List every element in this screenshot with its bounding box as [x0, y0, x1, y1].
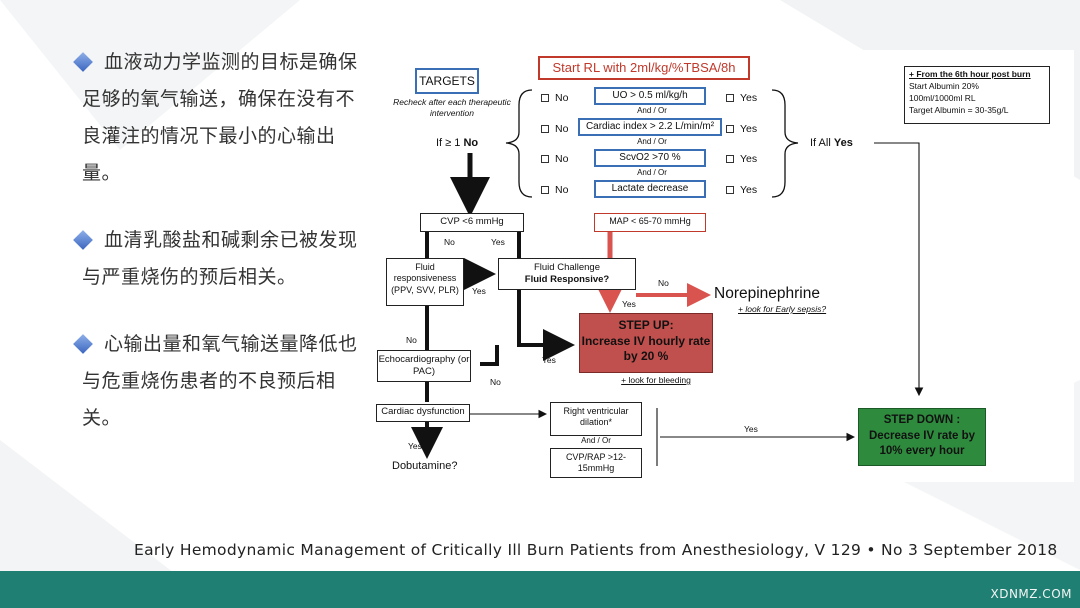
- albumin-line: Start Albumin 20%: [909, 80, 979, 91]
- targets-note: Recheck after each therapeutic intervent…: [393, 97, 511, 118]
- and-or-1: And / Or: [637, 106, 667, 115]
- step-down-title: STEP DOWN :: [883, 414, 961, 426]
- albumin-line: 100ml/1000ml RL: [909, 92, 976, 103]
- check-no-1: No: [541, 92, 568, 104]
- step-up-box: STEP UP: Increase IV hourly rate by 20 %: [579, 313, 713, 373]
- and-or-4: And / Or: [581, 436, 611, 445]
- watermark: XDNMZ.COM: [990, 587, 1072, 601]
- label-no: No: [406, 335, 417, 345]
- bullet-item: 心输出量和氧气输送量降低也与危重烧伤患者的不良预后相关。: [72, 326, 362, 437]
- if-ge1-no-label: If ≥ 1 No: [436, 137, 479, 149]
- and-or-3: And / Or: [637, 168, 667, 177]
- echocardiography-box: Echocardiography (or PAC): [377, 350, 471, 382]
- check-uo: UO > 0.5 ml/kg/h: [594, 87, 706, 105]
- label-yes: Yes: [744, 424, 758, 434]
- checkbox-icon: [541, 186, 549, 194]
- rv-dilation-box: Right ventricular dilation*: [550, 402, 642, 436]
- early-sepsis-note: + look for Early sepsis?: [738, 304, 827, 314]
- targets-title: TARGETS: [419, 74, 475, 88]
- right-brace: [771, 89, 799, 198]
- step-up-title: STEP UP:: [618, 318, 674, 332]
- check-yes-4: Yes: [726, 184, 757, 196]
- checkbox-icon: [541, 155, 549, 163]
- check-no-2: No: [541, 123, 568, 135]
- checkbox-icon: [726, 125, 734, 133]
- label-no: No: [490, 377, 501, 387]
- norepinephrine-label: Norepinephrine: [714, 285, 820, 302]
- label-yes: Yes: [622, 299, 636, 309]
- checkbox-icon: [726, 94, 734, 102]
- checkbox-icon: [726, 186, 734, 194]
- check-scvo2: ScvO2 >70 %: [594, 149, 706, 167]
- flowchart-figure: No Yes Yes No Yes No Yes No Yes Yes TARG…: [374, 50, 1074, 482]
- albumin-title: + From the 6th hour post burn: [909, 69, 1031, 79]
- cardiac-dysfunction-box: Cardiac dysfunction: [376, 404, 470, 422]
- cvp-box: CVP <6 mmHg: [420, 213, 524, 232]
- label-no: No: [658, 278, 669, 288]
- check-no-3: No: [541, 153, 568, 165]
- bullet-item: 血清乳酸盐和碱剩余已被发现与严重烧伤的预后相关。: [72, 222, 362, 296]
- label-yes: Yes: [472, 286, 486, 296]
- map-box: MAP < 65-70 mmHg: [594, 213, 706, 232]
- check-no-4: No: [541, 184, 568, 196]
- if-all-yes-label: If All Yes: [810, 137, 853, 149]
- dobutamine-label: Dobutamine?: [392, 460, 458, 472]
- bullet-text: 心输出量和氧气输送量降低也与危重烧伤患者的不良预后相关。: [82, 333, 358, 429]
- checkbox-icon: [541, 94, 549, 102]
- check-yes-1: Yes: [726, 92, 757, 104]
- check-cardiac-index: Cardiac index > 2.2 L/min/m²: [578, 118, 722, 136]
- cvp-rap-box: CVP/RAP >12-15mmHg: [550, 448, 642, 478]
- fluid-responsive-question: Fluid Responsive?: [524, 273, 610, 285]
- step-down-box: STEP DOWN : Decrease IV rate by 10% ever…: [858, 408, 986, 466]
- check-yes-2: Yes: [726, 123, 757, 135]
- fluid-responsiveness-box: Fluid responsiveness (PPV, SVV, PLR): [386, 258, 464, 306]
- targets-box: TARGETS: [415, 68, 479, 94]
- albumin-line: Target Albumin = 30-35g/L: [909, 104, 1009, 115]
- citation-text: Early Hemodynamic Management of Critical…: [134, 541, 1058, 559]
- label-no: No: [444, 237, 455, 247]
- check-lactate: Lactate decrease: [594, 180, 706, 198]
- bullet-list: 血液动力学监测的目标是确保足够的氧气输送，确保在没有不良灌注的情况下最小的心输出…: [72, 44, 362, 467]
- albumin-box: + From the 6th hour post burn Start Albu…: [904, 66, 1050, 124]
- fluid-challenge-box: Fluid Challenge Fluid Responsive?: [498, 258, 636, 290]
- bullet-text: 血清乳酸盐和碱剩余已被发现与严重烧伤的预后相关。: [82, 229, 358, 288]
- step-down-body: Decrease IV rate by 10% every hour: [868, 429, 976, 458]
- bleeding-note: + look for bleeding: [621, 375, 691, 385]
- label-yes: Yes: [542, 355, 556, 365]
- and-or-2: And / Or: [637, 137, 667, 146]
- label-yes: Yes: [491, 237, 505, 247]
- checkbox-icon: [726, 155, 734, 163]
- label-yes: Yes: [408, 441, 422, 451]
- step-up-body: Increase IV hourly rate by 20 %: [581, 333, 711, 364]
- start-box: Start RL with 2ml/kg/%TBSA/8h: [538, 56, 750, 80]
- checkbox-icon: [541, 125, 549, 133]
- left-brace: [505, 89, 533, 198]
- bullet-text: 血液动力学监测的目标是确保足够的氧气输送，确保在没有不良灌注的情况下最小的心输出…: [82, 51, 358, 184]
- check-yes-3: Yes: [726, 153, 757, 165]
- footer-bar: [0, 571, 1080, 608]
- bullet-item: 血液动力学监测的目标是确保足够的氧气输送，确保在没有不良灌注的情况下最小的心输出…: [72, 44, 362, 192]
